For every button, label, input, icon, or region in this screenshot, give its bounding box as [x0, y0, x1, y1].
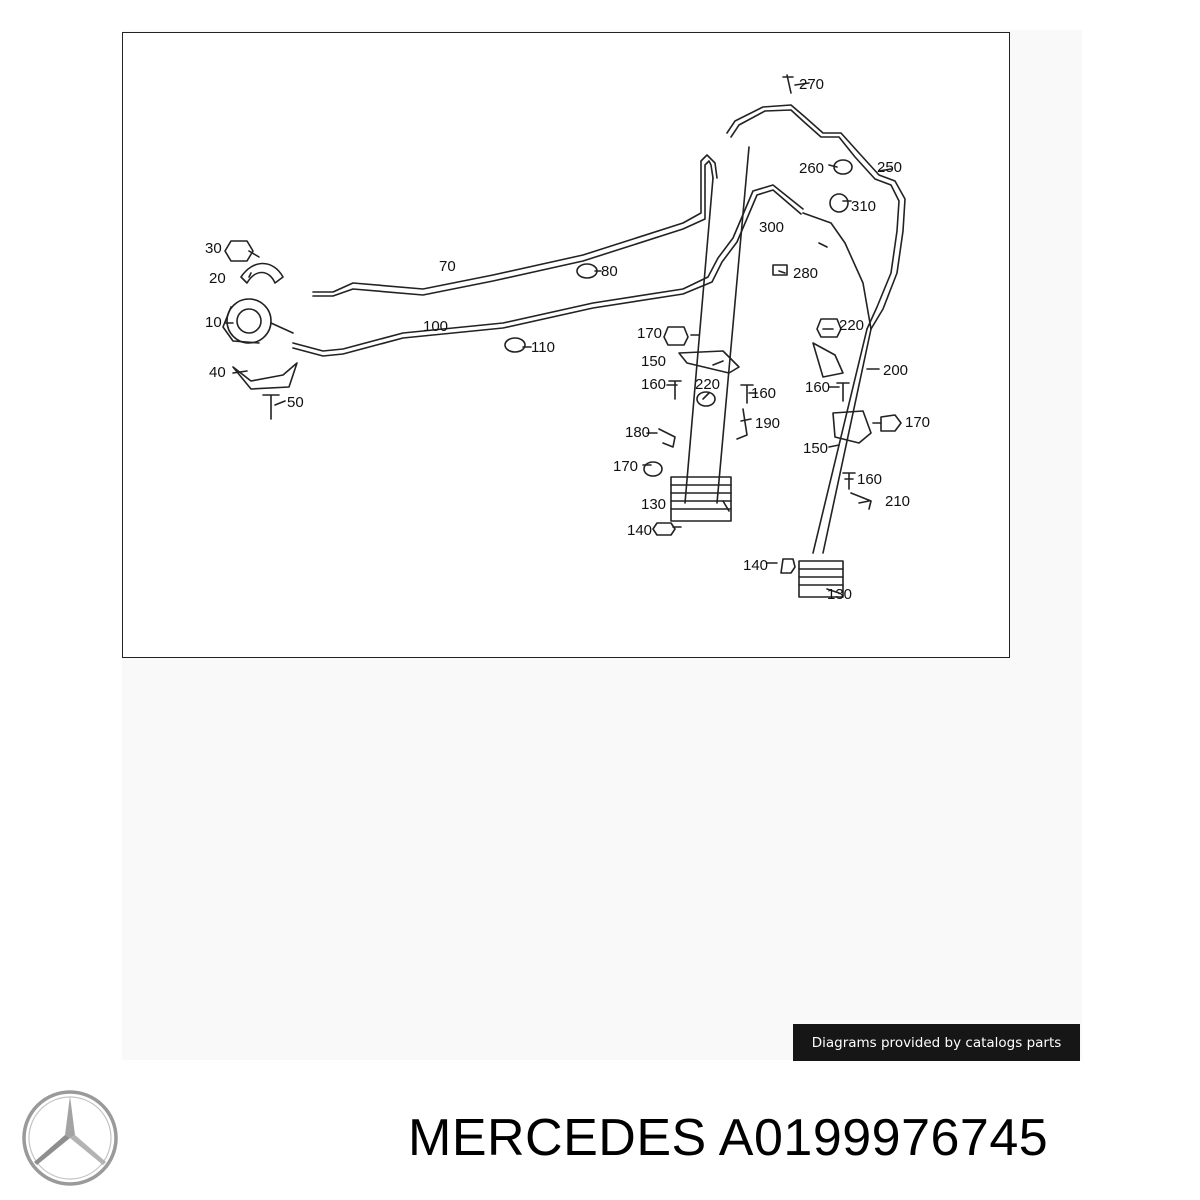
brand-name: MERCEDES	[408, 1109, 707, 1167]
parts-diagram: 10 20 30 40 50 70 80 100 110 130 130 140…	[122, 32, 1010, 658]
callout-10: 10	[205, 314, 222, 331]
credit-text: Diagrams provided by catalogs parts	[811, 1034, 1062, 1051]
callout-310: 310	[851, 198, 876, 215]
credit-badge: Diagrams provided by catalogs parts	[793, 1024, 1080, 1061]
callout-160-d: 160	[857, 471, 882, 488]
callout-180: 180	[625, 424, 650, 441]
callout-250: 250	[877, 159, 902, 176]
callout-labels: 10 20 30 40 50 70 80 100 110 130 130 140…	[205, 76, 930, 603]
callout-280: 280	[793, 265, 818, 282]
callout-80: 80	[601, 263, 618, 280]
callout-150-right: 150	[803, 440, 828, 457]
callout-160-b: 160	[751, 385, 776, 402]
brand-title: MERCEDES A0199976745	[408, 1108, 1048, 1168]
callout-170-c: 170	[905, 414, 930, 431]
callout-70: 70	[439, 258, 456, 275]
part-number: A0199976745	[718, 1109, 1049, 1167]
callout-130-left: 130	[641, 496, 666, 513]
callout-300: 300	[759, 219, 784, 236]
callout-100: 100	[423, 318, 448, 335]
callout-30: 30	[205, 240, 222, 257]
callout-50: 50	[287, 394, 304, 411]
callout-140-right: 140	[743, 557, 768, 574]
diagram-lines	[222, 74, 906, 598]
callout-160-c: 160	[805, 379, 830, 396]
callout-220-right: 220	[839, 317, 864, 334]
callout-210: 210	[885, 493, 910, 510]
callout-170-b: 170	[613, 458, 638, 475]
callout-150-left: 150	[641, 353, 666, 370]
callout-110: 110	[531, 339, 555, 356]
callout-170-a: 170	[637, 325, 662, 342]
callout-270: 270	[799, 76, 824, 93]
callout-130-right: 130	[827, 586, 852, 603]
callout-220-left: 220	[695, 376, 720, 393]
mercedes-star-icon	[20, 1088, 120, 1193]
callout-260: 260	[799, 160, 824, 177]
callout-190: 190	[755, 415, 780, 432]
callout-200: 200	[883, 362, 908, 379]
callout-40: 40	[209, 364, 226, 381]
callout-20: 20	[209, 270, 226, 287]
diagram-drawing: 10 20 30 40 50 70 80 100 110 130 130 140…	[205, 74, 930, 603]
callout-140-left: 140	[627, 522, 652, 539]
callout-160-a: 160	[641, 376, 666, 393]
